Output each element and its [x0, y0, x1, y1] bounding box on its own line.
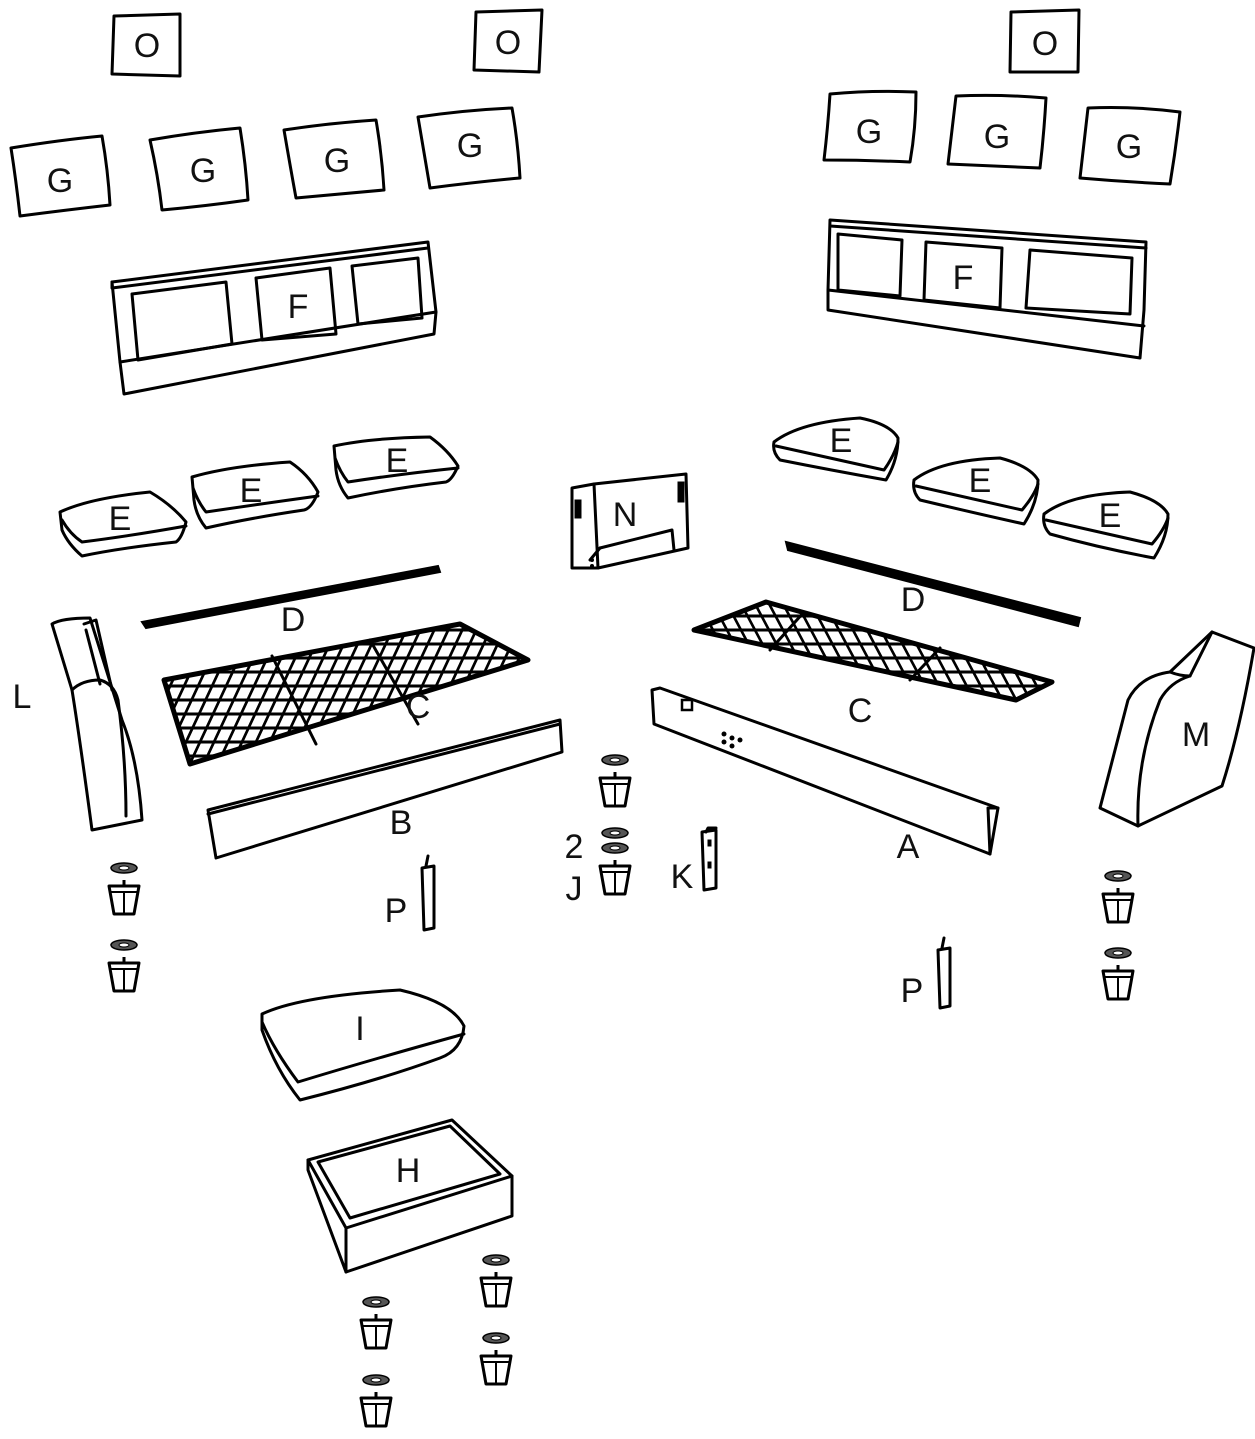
part-g-back-cushion: G — [946, 93, 1048, 170]
label-e: E — [969, 462, 992, 500]
label-f: F — [288, 288, 309, 326]
label-n: N — [613, 496, 638, 534]
label-2: 2 — [565, 828, 584, 866]
part-e-seat-cushion: E — [772, 416, 900, 482]
label-o: O — [1032, 25, 1058, 63]
label-e: E — [240, 472, 263, 510]
part-e-seat-cushion: E — [58, 490, 188, 558]
part-j-foot: 2 J — [565, 753, 632, 908]
label-g: G — [324, 142, 350, 180]
label-a: A — [897, 828, 920, 866]
part-p-post: P — [901, 936, 952, 1010]
part-h-ottoman-base: H — [306, 1118, 514, 1274]
part-g-back-cushion: G — [822, 89, 918, 164]
part-n-corner-backrest: N — [570, 472, 690, 570]
part-d-rail: D — [784, 540, 1082, 628]
part-c-spring-grid: C — [691, 599, 1055, 730]
part-i-ottoman-cushion: I — [260, 988, 466, 1102]
part-d-rail: D — [140, 564, 442, 639]
label-l: L — [13, 678, 32, 716]
part-foot — [1101, 869, 1135, 1001]
label-c: C — [848, 692, 873, 730]
label-g: G — [856, 113, 882, 151]
label-g: G — [47, 162, 73, 200]
part-g-back-cushion: G — [1078, 106, 1182, 186]
label-c: C — [406, 688, 431, 726]
label-o: O — [134, 27, 160, 65]
label-d: D — [281, 601, 306, 639]
label-k: K — [671, 858, 694, 896]
part-p-post: P — [385, 854, 436, 932]
part-f-backrest: F — [826, 218, 1148, 360]
label-g: G — [190, 152, 216, 190]
part-g-back-cushion: G — [148, 126, 250, 212]
part-o-pillow: O — [1008, 8, 1081, 74]
label-e: E — [1099, 497, 1122, 535]
label-g: G — [457, 127, 483, 165]
part-foot — [359, 1253, 513, 1428]
label-e: E — [830, 422, 853, 460]
part-g-back-cushion: G — [282, 118, 386, 200]
part-o-pillow: O — [472, 8, 544, 74]
part-e-seat-cushion: E — [1042, 490, 1170, 560]
label-e: E — [386, 442, 409, 480]
label-g: G — [984, 118, 1010, 156]
label-i: I — [355, 1010, 364, 1048]
label-m: M — [1182, 716, 1210, 754]
part-b-front-rail: B — [206, 718, 564, 860]
part-a-front-rail: A — [650, 686, 1000, 866]
part-f-backrest: F — [110, 240, 438, 396]
part-e-seat-cushion: E — [332, 435, 460, 500]
part-o-pillow: O — [110, 12, 182, 78]
part-l-armrest: L — [13, 616, 144, 832]
label-h: H — [396, 1152, 421, 1190]
label-p: P — [385, 892, 408, 930]
label-e: E — [109, 500, 132, 538]
label-b: B — [390, 804, 413, 842]
label-f: F — [953, 259, 974, 297]
part-m-armrest: M — [1098, 630, 1255, 828]
label-d: D — [901, 581, 926, 619]
part-e-seat-cushion: E — [912, 456, 1040, 526]
label-p: P — [901, 972, 924, 1010]
part-c-spring-grid: C — [161, 621, 531, 767]
part-g-back-cushion: G — [9, 134, 112, 218]
part-e-seat-cushion: E — [190, 460, 320, 530]
part-foot — [107, 861, 141, 993]
label-j: J — [566, 870, 583, 908]
label-g: G — [1116, 128, 1142, 166]
label-o: O — [495, 24, 521, 62]
part-g-back-cushion: G — [416, 106, 522, 190]
part-k-bracket: K — [671, 826, 718, 896]
